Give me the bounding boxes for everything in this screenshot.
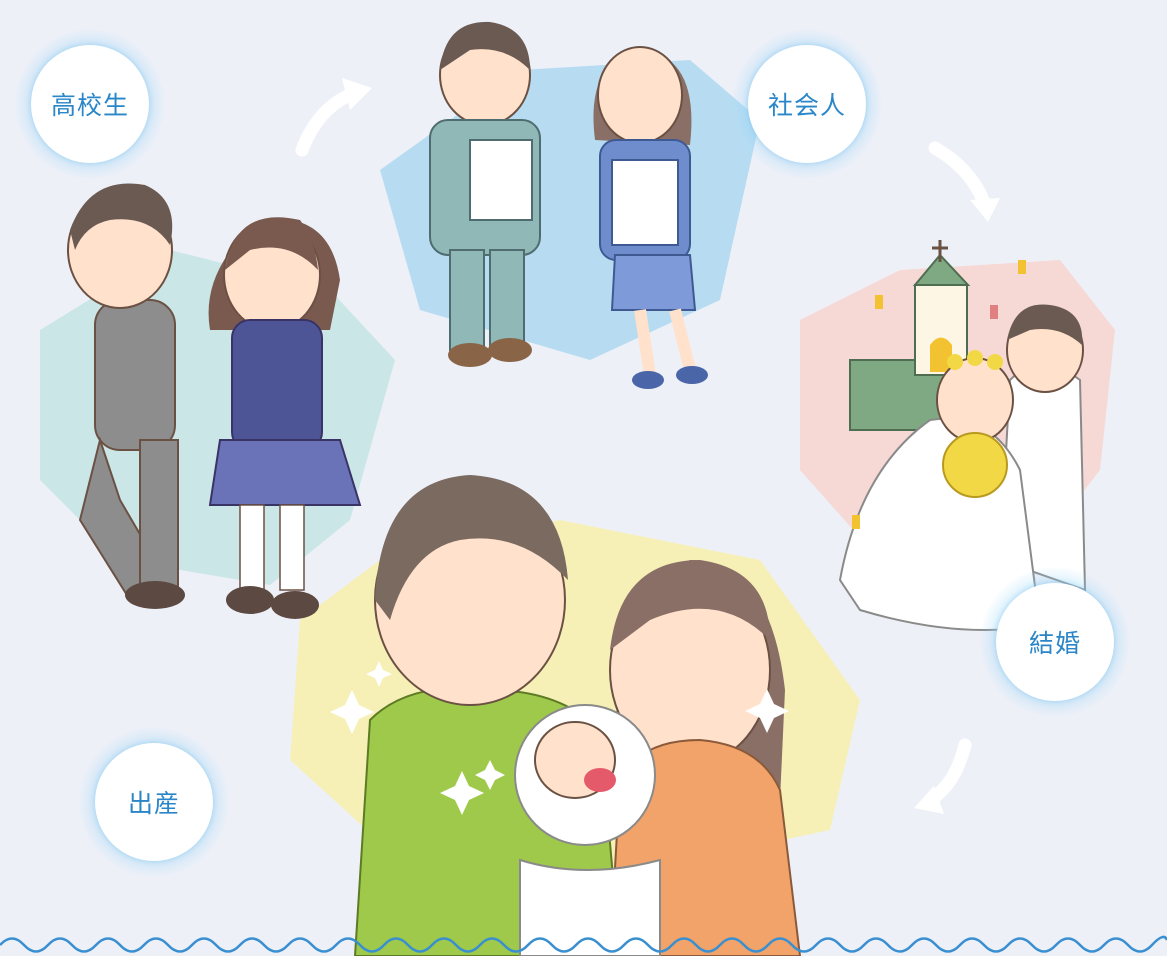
badge-highschool: 高校生 — [15, 29, 165, 179]
badge-marriage: 結婚 — [980, 567, 1130, 717]
working-couple — [429, 21, 708, 389]
new-family — [353, 475, 802, 956]
wedding-scene — [838, 240, 1087, 631]
badge-working: 社会人 — [732, 29, 882, 179]
badge-label-working: 社会人 — [767, 91, 846, 120]
wave-border — [0, 935, 1167, 953]
highschool-couple — [67, 183, 362, 619]
badge-label-highschool: 高校生 — [50, 91, 129, 120]
arrow-highschool-to-working — [295, 87, 359, 157]
sparkles — [330, 661, 789, 815]
badge-birth: 出産 — [79, 727, 229, 877]
badge-label-birth: 出産 — [127, 789, 180, 818]
badge-label-marriage: 結婚 — [1028, 629, 1081, 658]
arrow-working-to-marriage — [928, 141, 991, 209]
